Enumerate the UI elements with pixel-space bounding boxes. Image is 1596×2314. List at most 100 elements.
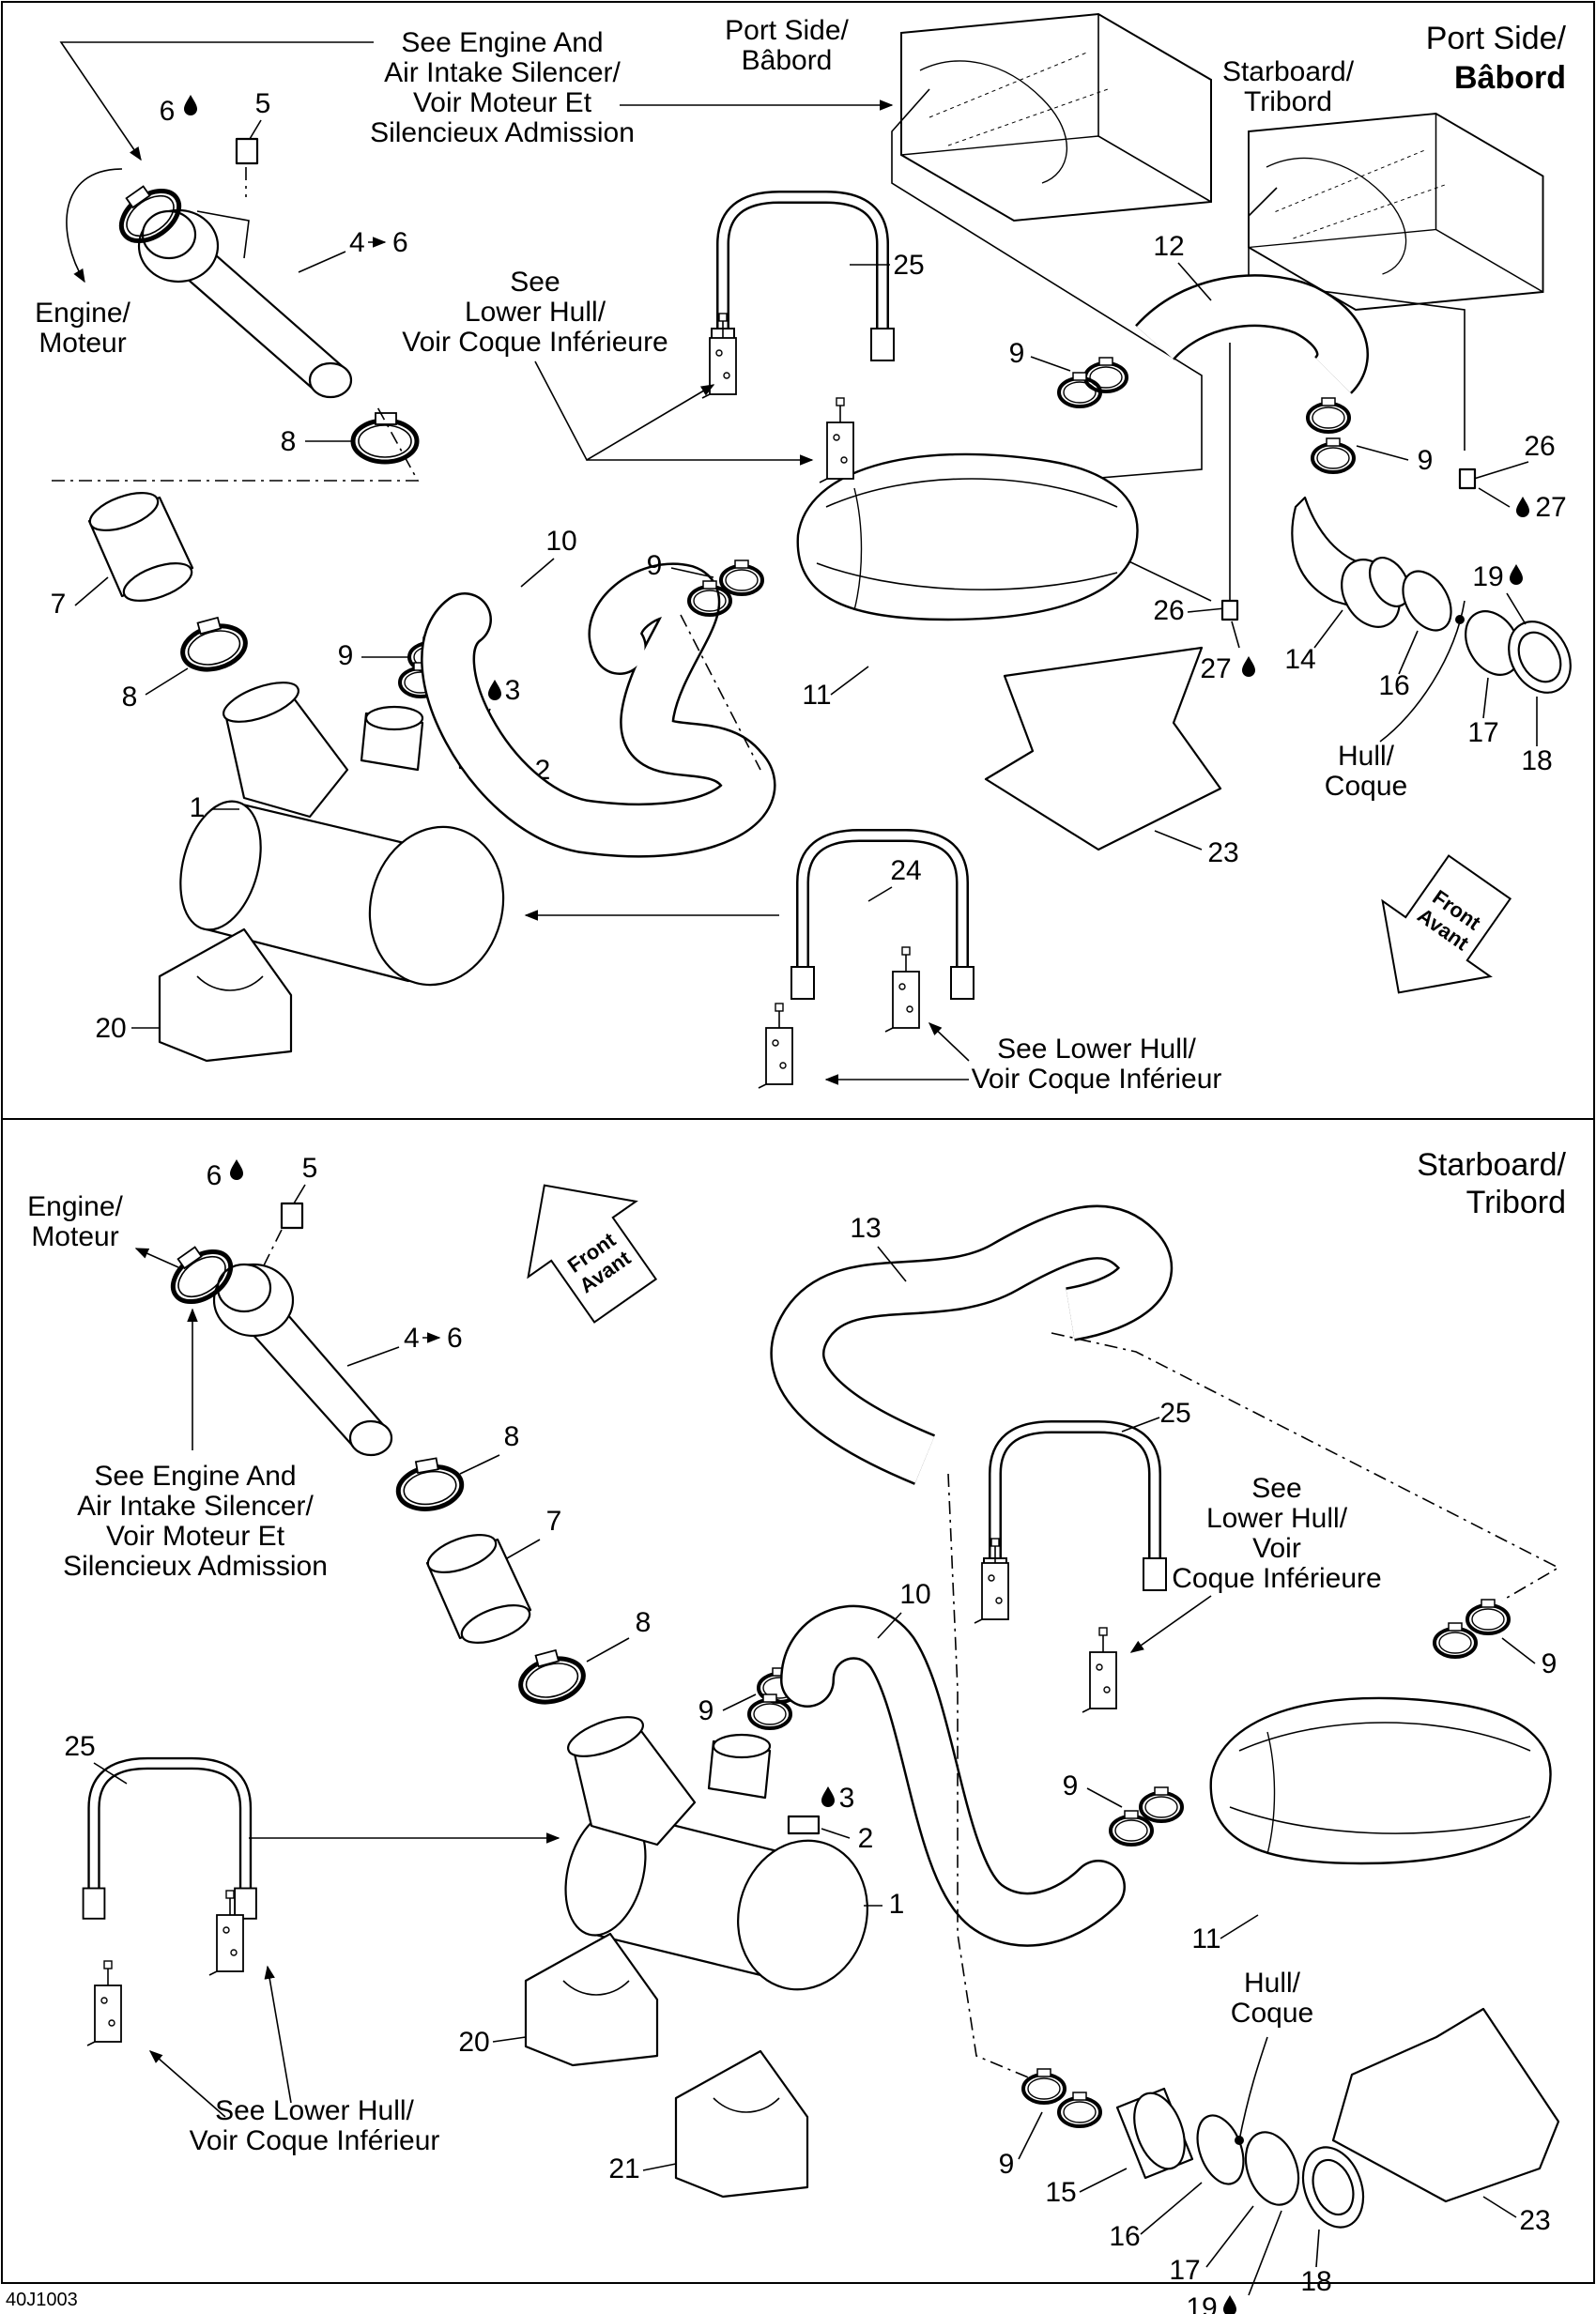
bottom-callout-5: 5 bbox=[302, 1153, 318, 1184]
top-callout-20: 20 bbox=[95, 1013, 126, 1044]
bottom-leader-9c bbox=[1501, 1637, 1536, 1664]
bottom-leader-9d bbox=[1018, 2111, 1043, 2160]
top-sealant-drop-icon-3 bbox=[488, 680, 501, 700]
bottom-callout-7: 7 bbox=[546, 1506, 562, 1537]
top-callout-8b: 8 bbox=[122, 682, 138, 713]
top-engine-leader bbox=[66, 168, 123, 284]
bottom-callout-25b: 25 bbox=[64, 1731, 95, 1762]
bottom-callout-23: 23 bbox=[1519, 2205, 1550, 2236]
diagram-code: 40J1003 bbox=[6, 2290, 78, 2310]
top-callout-23: 23 bbox=[1207, 837, 1238, 868]
top-leader-9c bbox=[1030, 356, 1071, 372]
bottom-callout-17: 17 bbox=[1169, 2255, 1200, 2286]
top-see-engine-line2: Air Intake Silencer/ bbox=[384, 57, 621, 88]
top-part-18-nut bbox=[1508, 621, 1572, 694]
top-sealant-drop-icon-6 bbox=[184, 95, 197, 115]
bottom-dash-13-outlet bbox=[947, 1473, 1034, 2080]
bottom-callout-8b: 8 bbox=[636, 1607, 652, 1638]
bottom-see-lower-hull-b-line2: Voir Coque Inférieur bbox=[190, 2125, 440, 2156]
bottom-see-engine-line1: See Engine And bbox=[94, 1461, 296, 1492]
bottom-leader-4 bbox=[346, 1346, 400, 1367]
top-engine-label-line2: Moteur bbox=[38, 328, 126, 359]
bottom-callout-13: 13 bbox=[850, 1213, 881, 1244]
top-callout-4: 4 bbox=[349, 227, 365, 258]
bottom-dash-5 bbox=[262, 1229, 283, 1268]
top-part-1-muffler bbox=[179, 682, 505, 987]
bottom-sealant-drop-icon-6 bbox=[230, 1159, 243, 1180]
bottom-hull-curve bbox=[1238, 2036, 1268, 2141]
bottom-callout-9a: 9 bbox=[698, 1695, 714, 1726]
top-leader-4 bbox=[298, 251, 346, 273]
bottom-callout-9b: 9 bbox=[1063, 1770, 1079, 1801]
bottom-leader-11 bbox=[1220, 1914, 1259, 1939]
bottom-engine-label-line1: Engine/ bbox=[27, 1191, 123, 1222]
top-callout-24: 24 bbox=[890, 855, 921, 886]
top-callout-10: 10 bbox=[545, 526, 576, 557]
bottom-leader-17 bbox=[1205, 2205, 1254, 2268]
bottom-leader-13 bbox=[877, 1246, 907, 1282]
bottom-part-11-waterbox bbox=[1209, 1696, 1552, 1865]
bottom-see-engine-line4: Silencieux Admission bbox=[63, 1551, 328, 1582]
top-hull-label-line1: Hull/ bbox=[1338, 741, 1395, 772]
bottom-leader-21 bbox=[642, 2163, 677, 2171]
top-leader-16 bbox=[1398, 630, 1419, 675]
bottom-sealant-drop-icon-19 bbox=[1223, 2295, 1236, 2314]
top-clamp-8b bbox=[176, 612, 250, 676]
top-callout-17: 17 bbox=[1467, 717, 1498, 748]
bottom-leader-5 bbox=[293, 1184, 306, 1204]
top-callout-8a: 8 bbox=[281, 426, 297, 457]
bottom-see-lower-hull-b-leader2 bbox=[264, 1965, 292, 2104]
bottom-part-23-pad bbox=[1331, 2007, 1560, 2203]
top-part-5-fitting bbox=[235, 137, 259, 165]
top-panel: Port Side/ Bâbord Port Side/ Bâbord Star… bbox=[35, 13, 1572, 1095]
top-strap-24 bbox=[791, 835, 974, 999]
bottom-leader-8a bbox=[459, 1454, 500, 1475]
bottom-see-lower-hull-a-line4: Coque Inférieure bbox=[1172, 1563, 1381, 1594]
bottom-bracket-b bbox=[1082, 1627, 1117, 1713]
bottom-callout-1: 1 bbox=[889, 1889, 905, 1920]
top-see-lower-hull-b-line1: See Lower Hull/ bbox=[997, 1034, 1196, 1065]
top-callout-19: 19 bbox=[1472, 561, 1503, 592]
top-sealant-drop-icon-19 bbox=[1510, 564, 1523, 585]
top-leader-11 bbox=[830, 666, 869, 696]
bottom-callout-25a: 25 bbox=[1159, 1398, 1190, 1429]
top-callout-5: 5 bbox=[255, 88, 271, 119]
bottom-part-17-ring bbox=[1244, 2131, 1300, 2206]
bottom-clamp-9a-2 bbox=[747, 1693, 792, 1730]
top-sealant-drop-icon-27a bbox=[1516, 497, 1529, 517]
top-clamp-9b-1 bbox=[719, 559, 764, 596]
bottom-part-21-support bbox=[674, 2049, 809, 2199]
top-callout-16: 16 bbox=[1378, 670, 1409, 701]
top-callout-11: 11 bbox=[802, 680, 831, 711]
bottom-part-20-support bbox=[524, 1932, 659, 2067]
top-strap-25 bbox=[712, 197, 894, 360]
top-see-lower-hull-b-leader2 bbox=[928, 1022, 970, 1062]
bottom-leader-8b bbox=[586, 1637, 630, 1663]
top-leader-10 bbox=[520, 558, 555, 588]
port-side-muffler bbox=[900, 13, 1212, 222]
top-part-20-support bbox=[158, 927, 293, 1063]
top-callout-25: 25 bbox=[893, 250, 924, 281]
bottom-engine-label-line2: Moteur bbox=[31, 1221, 118, 1252]
top-leader-27a bbox=[1478, 487, 1511, 508]
top-see-engine-line4: Silencieux Admission bbox=[370, 117, 635, 148]
bottom-part-18-nut bbox=[1301, 2146, 1365, 2229]
top-dash-10 bbox=[680, 614, 761, 771]
bottom-callout-15: 15 bbox=[1045, 2177, 1076, 2208]
bottom-bracket-d bbox=[86, 1960, 122, 2046]
bottom-leader-23 bbox=[1482, 2196, 1517, 2218]
bottom-panel-title-line2: Tribord bbox=[1466, 1185, 1566, 1220]
top-leader-9d bbox=[1356, 445, 1409, 461]
top-leader-27b bbox=[1231, 621, 1240, 649]
bottom-clamp-9c-1 bbox=[1466, 1598, 1511, 1635]
bottom-leader-19 bbox=[1248, 2210, 1282, 2296]
top-leader-19 bbox=[1506, 592, 1527, 625]
bottom-callout-8a: 8 bbox=[504, 1421, 520, 1452]
bottom-clamp-8a bbox=[393, 1455, 465, 1514]
bottom-leader-2 bbox=[821, 1828, 851, 1839]
bottom-part-2-sensor bbox=[787, 1815, 821, 1835]
top-leader-23 bbox=[1154, 830, 1203, 851]
top-callout-12: 12 bbox=[1153, 231, 1184, 262]
top-engine-label-line1: Engine/ bbox=[35, 298, 130, 329]
top-callout-18: 18 bbox=[1521, 745, 1552, 776]
